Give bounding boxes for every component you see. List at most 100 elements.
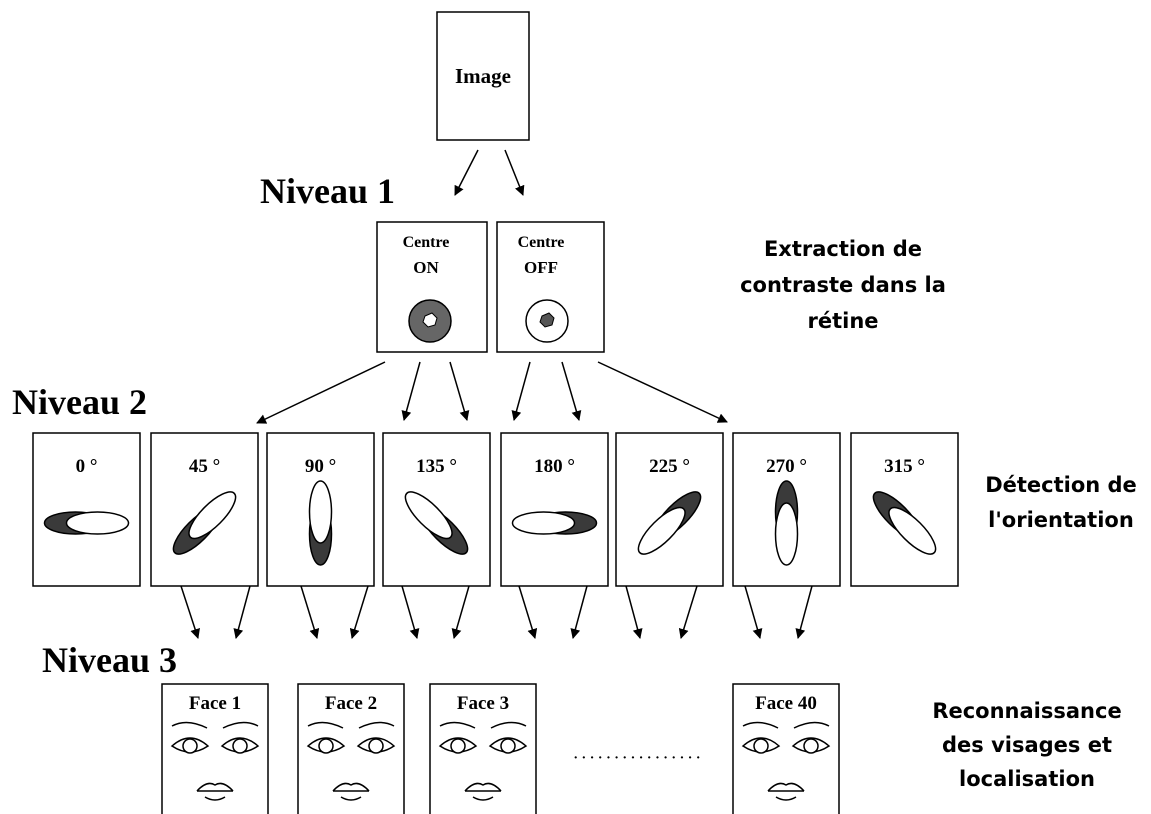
eyebrow-icon xyxy=(171,721,208,729)
orientation-cells: 0 ° 45 ° 90 ° 135 ° 180 ° 225 ° 270 ° 315 ° xyxy=(32,432,959,587)
orientation-cell: 0 ° xyxy=(32,432,141,587)
image-box-label: Image xyxy=(455,64,511,88)
eyebrow-icon xyxy=(490,721,527,729)
arrow xyxy=(300,585,320,639)
ellipsis-dots: · · · · · · · · · · · · · · · · xyxy=(573,751,700,766)
arrow xyxy=(511,361,531,421)
arrow xyxy=(795,585,813,639)
level-1-description: Extraction de contraste dans la rétine xyxy=(740,237,946,333)
level-2-description: Détection de l'orientation xyxy=(985,473,1137,532)
face-cell: Face 1 xyxy=(161,683,269,814)
arrow xyxy=(233,585,251,639)
orientation-cell: 270 ° xyxy=(732,432,841,587)
eye-icon xyxy=(488,737,528,754)
orientation-cell: 135 ° xyxy=(382,432,491,587)
arrows-level2-to-level3 xyxy=(180,585,813,639)
eye-icon xyxy=(356,737,396,754)
face-cell: Face 3 xyxy=(429,683,537,814)
arrow xyxy=(744,585,763,639)
orientation-angle-label: 270 ° xyxy=(766,456,807,477)
eye-icon xyxy=(791,737,831,754)
description-line: des visages et xyxy=(942,733,1112,757)
orientation-cell: 45 ° xyxy=(150,432,259,587)
light-lobe-icon xyxy=(888,506,937,555)
face-cells: Face 1 Face 2 Face 3 Face 40 xyxy=(161,683,840,814)
arrow xyxy=(678,585,698,639)
orientation-cell: 225 ° xyxy=(615,432,724,587)
face-label: Face 1 xyxy=(189,693,241,714)
arrow xyxy=(504,149,525,196)
light-lobe-icon xyxy=(404,491,453,540)
cell-label: Centre xyxy=(403,234,450,251)
eyebrow-icon xyxy=(742,721,779,729)
eyebrow-icon xyxy=(439,721,476,729)
mouth-icon xyxy=(464,782,502,801)
orientation-angle-label: 135 ° xyxy=(416,456,457,477)
face-label: Face 3 xyxy=(457,693,509,714)
arrow xyxy=(449,361,470,421)
orientation-cell: 90 ° xyxy=(266,432,375,587)
cell-label: Centre xyxy=(518,234,565,251)
mouth-icon xyxy=(767,782,805,801)
cell-label: ON xyxy=(413,258,439,277)
eyebrow-icon xyxy=(793,721,830,729)
face-cell: Face 40 xyxy=(732,683,840,814)
arrow xyxy=(256,361,386,424)
on-center-icon xyxy=(422,312,438,328)
center-on-cell: Centre ON xyxy=(376,221,488,353)
description-line: Extraction de xyxy=(764,237,922,261)
description-line: localisation xyxy=(959,767,1095,791)
eye-icon xyxy=(170,737,210,754)
image-box: Image xyxy=(436,11,530,141)
eyebrow-icon xyxy=(358,721,395,729)
face-label: Face 2 xyxy=(325,693,377,714)
arrow xyxy=(518,585,538,639)
orientation-angle-label: 225 ° xyxy=(649,456,690,477)
orientation-angle-label: 315 ° xyxy=(884,456,925,477)
description-line: l'orientation xyxy=(988,508,1134,532)
face-label: Face 40 xyxy=(755,693,817,714)
face-cell: Face 2 xyxy=(297,683,405,814)
center-off-cell: Centre OFF xyxy=(496,221,605,353)
level-3-title: Niveau 3 xyxy=(42,640,177,680)
arrow xyxy=(454,149,479,196)
orientation-angle-label: 90 ° xyxy=(305,456,336,477)
light-lobe-icon xyxy=(774,502,799,566)
arrow xyxy=(625,585,643,639)
light-lobe-icon xyxy=(308,480,333,544)
cell-label: OFF xyxy=(524,258,558,277)
arrow xyxy=(570,585,588,639)
light-lobe-icon xyxy=(188,491,237,540)
level-2-title: Niveau 2 xyxy=(12,382,147,422)
mouth-icon xyxy=(196,782,234,801)
arrow xyxy=(349,585,369,639)
off-center-icon xyxy=(539,312,555,328)
description-line: rétine xyxy=(807,309,878,333)
light-lobe-icon xyxy=(511,511,576,535)
arrow xyxy=(401,585,420,639)
arrows-image-to-level1 xyxy=(454,149,525,196)
eyebrow-icon xyxy=(307,721,344,729)
level-3-description: Reconnaissance des visages et localisati… xyxy=(932,699,1121,791)
level-1-title: Niveau 1 xyxy=(260,171,395,211)
arrow xyxy=(561,361,582,421)
arrow xyxy=(180,585,200,639)
eye-icon xyxy=(220,737,260,754)
eye-icon xyxy=(306,737,346,754)
arrows-level1-to-level2 xyxy=(256,361,728,424)
eyebrow-icon xyxy=(222,721,259,729)
orientation-cell: 315 ° xyxy=(850,432,959,587)
eye-icon xyxy=(438,737,478,754)
orientation-cell: 180 ° xyxy=(500,432,609,587)
description-line: contraste dans la xyxy=(740,273,946,297)
orientation-angle-label: 45 ° xyxy=(189,456,220,477)
orientation-angle-label: 0 ° xyxy=(76,456,98,477)
description-line: Reconnaissance xyxy=(932,699,1121,723)
description-line: Détection de xyxy=(985,473,1137,497)
arrow xyxy=(451,585,470,639)
arrow xyxy=(401,361,421,421)
mouth-icon xyxy=(332,782,370,801)
light-lobe-icon xyxy=(637,506,686,555)
arrow xyxy=(597,361,728,423)
